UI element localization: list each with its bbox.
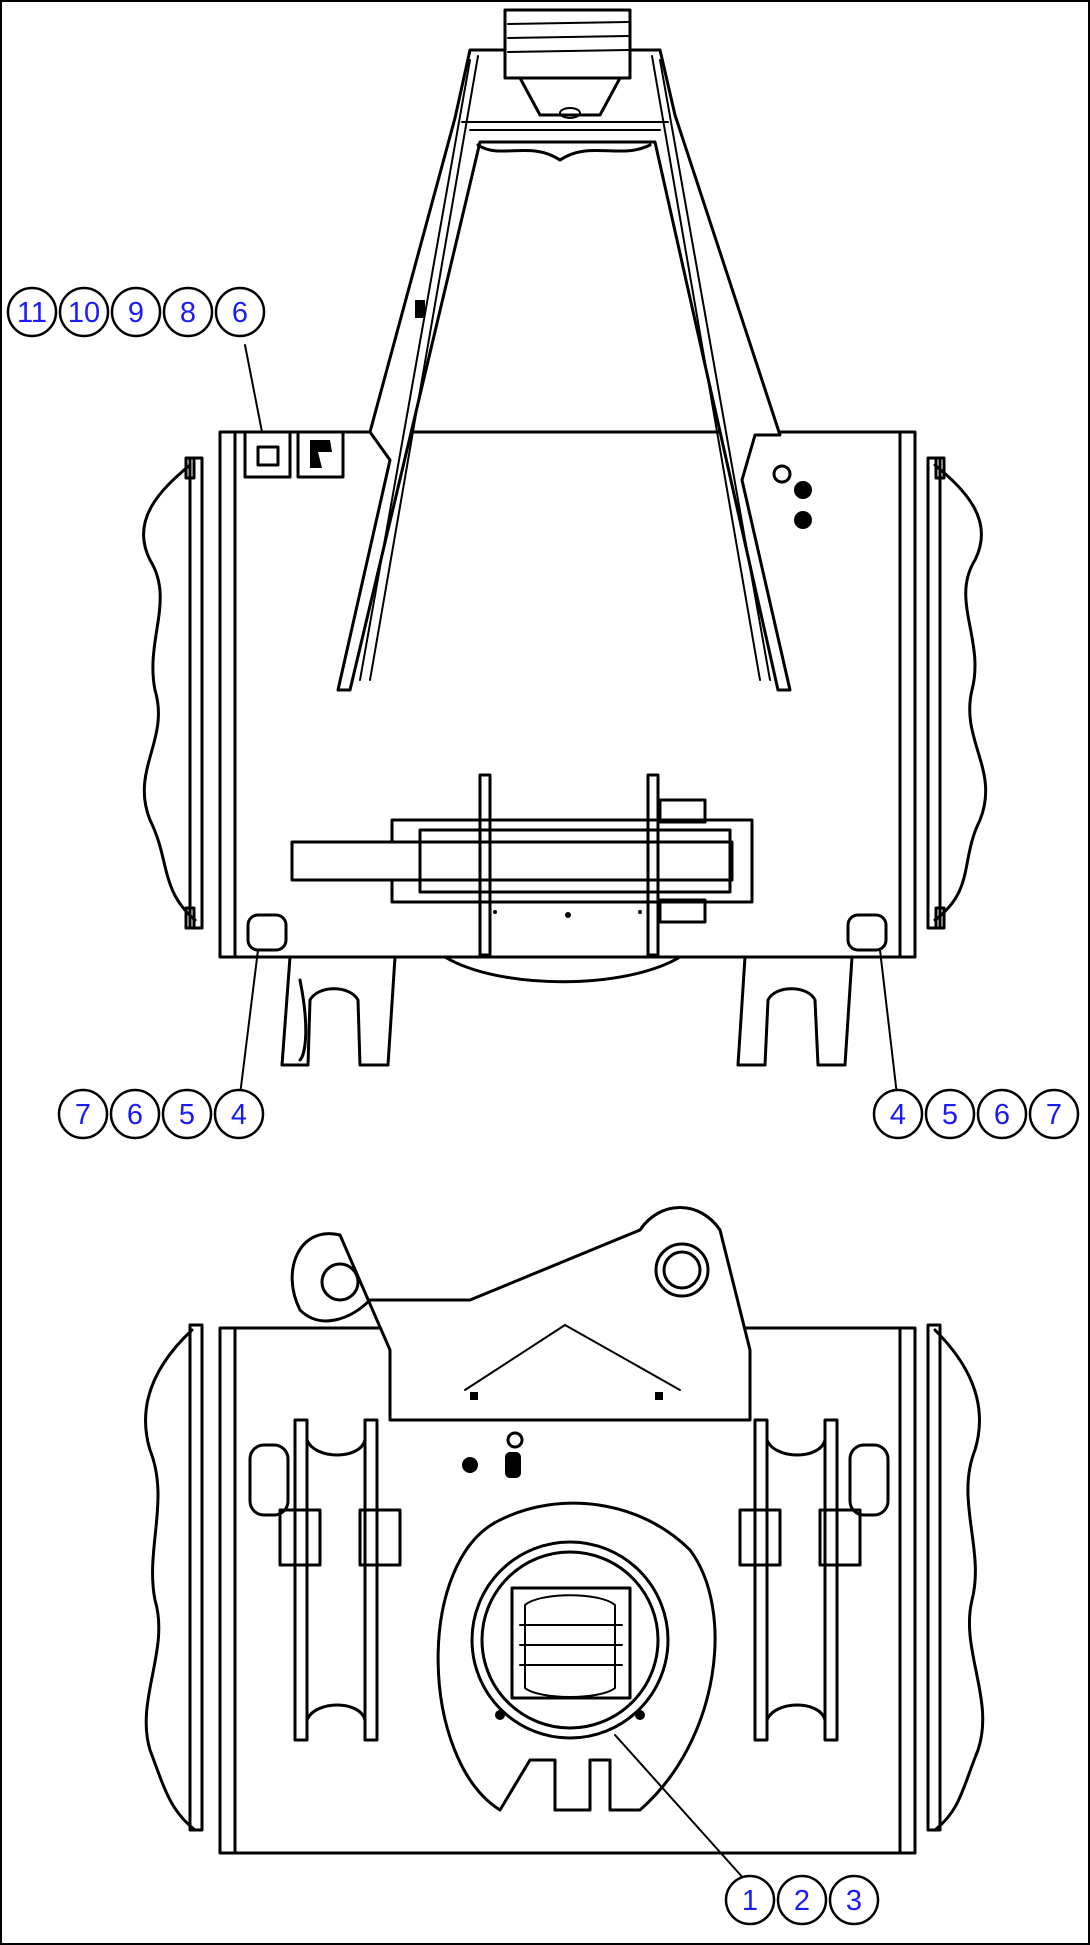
callout-bubble: 6 xyxy=(976,1088,1028,1140)
top-view xyxy=(142,8,988,1067)
callout-label: 6 xyxy=(232,297,248,329)
callout-bubble: 8 xyxy=(162,286,214,338)
pad-bottom-left xyxy=(246,913,288,952)
warning-decal xyxy=(296,430,345,479)
callout-bubble: 4 xyxy=(872,1088,924,1140)
sheave-left xyxy=(278,1418,402,1742)
pad-bottom-right xyxy=(846,913,888,952)
callout-label: 2 xyxy=(794,1885,810,1917)
label-plate-left xyxy=(243,430,292,479)
pad-right xyxy=(848,1443,890,1517)
callout-bubble: 7 xyxy=(57,1088,109,1140)
top-main-body xyxy=(218,430,917,959)
callout-bubble: 3 xyxy=(828,1874,880,1926)
callout-group-upper-left: 11 10 9 8 6 xyxy=(6,286,266,338)
top-left-wavy-edge xyxy=(142,463,197,922)
top-right-wavy-edge xyxy=(933,463,988,922)
callout-label: 5 xyxy=(179,1099,195,1131)
bottom-view xyxy=(144,1206,985,1855)
callout-bubble: 1 xyxy=(724,1874,776,1926)
callout-bubble: 4 xyxy=(213,1088,265,1140)
callout-label: 3 xyxy=(846,1885,862,1917)
callout-label: 11 xyxy=(17,297,47,329)
boom-arm xyxy=(336,48,792,692)
callout-label: 1 xyxy=(742,1885,758,1917)
pad-left xyxy=(248,1443,290,1517)
sheave-right xyxy=(738,1418,862,1742)
bottom-right-wavy-edge xyxy=(933,1328,985,1832)
callout-bubble: 5 xyxy=(161,1088,213,1140)
callout-label: 4 xyxy=(231,1099,247,1131)
viewing-port xyxy=(470,1540,670,1740)
callout-group-lower-left: 7 6 5 4 xyxy=(57,1088,265,1140)
callouts: 11 10 9 8 6 7 6 5 4 4 5 6 7 1 2 3 xyxy=(6,286,1080,1926)
callout-label: 8 xyxy=(180,297,196,329)
link-arm xyxy=(290,1206,752,1422)
callout-group-lower-right: 4 5 6 7 xyxy=(872,1088,1080,1140)
callout-bubble: 5 xyxy=(924,1088,976,1140)
callout-bubble: 7 xyxy=(1028,1088,1080,1140)
callout-label: 4 xyxy=(890,1099,906,1131)
port-grille xyxy=(510,1586,632,1700)
callout-label: 10 xyxy=(68,297,100,329)
callout-label: 7 xyxy=(75,1099,91,1131)
callout-label: 6 xyxy=(127,1099,143,1131)
callout-label: 9 xyxy=(128,297,144,329)
callout-bubble: 9 xyxy=(110,286,162,338)
callout-bubble: 6 xyxy=(214,286,266,338)
callout-bubble: 2 xyxy=(776,1874,828,1926)
feet-left xyxy=(280,955,397,1067)
callout-bubble: 11 xyxy=(6,286,58,338)
callout-bubble: 6 xyxy=(109,1088,161,1140)
feet-right xyxy=(736,955,854,1067)
bottom-left-wavy-edge xyxy=(144,1328,197,1832)
callout-label: 6 xyxy=(994,1099,1010,1131)
leader-lines xyxy=(239,344,898,1881)
callout-group-bottom: 1 2 3 xyxy=(724,1874,880,1926)
callout-label: 7 xyxy=(1046,1099,1062,1131)
center-housing xyxy=(436,1501,717,1812)
callout-bubble: 10 xyxy=(58,286,110,338)
top-pulley-block xyxy=(503,8,632,80)
callout-label: 5 xyxy=(942,1099,958,1131)
